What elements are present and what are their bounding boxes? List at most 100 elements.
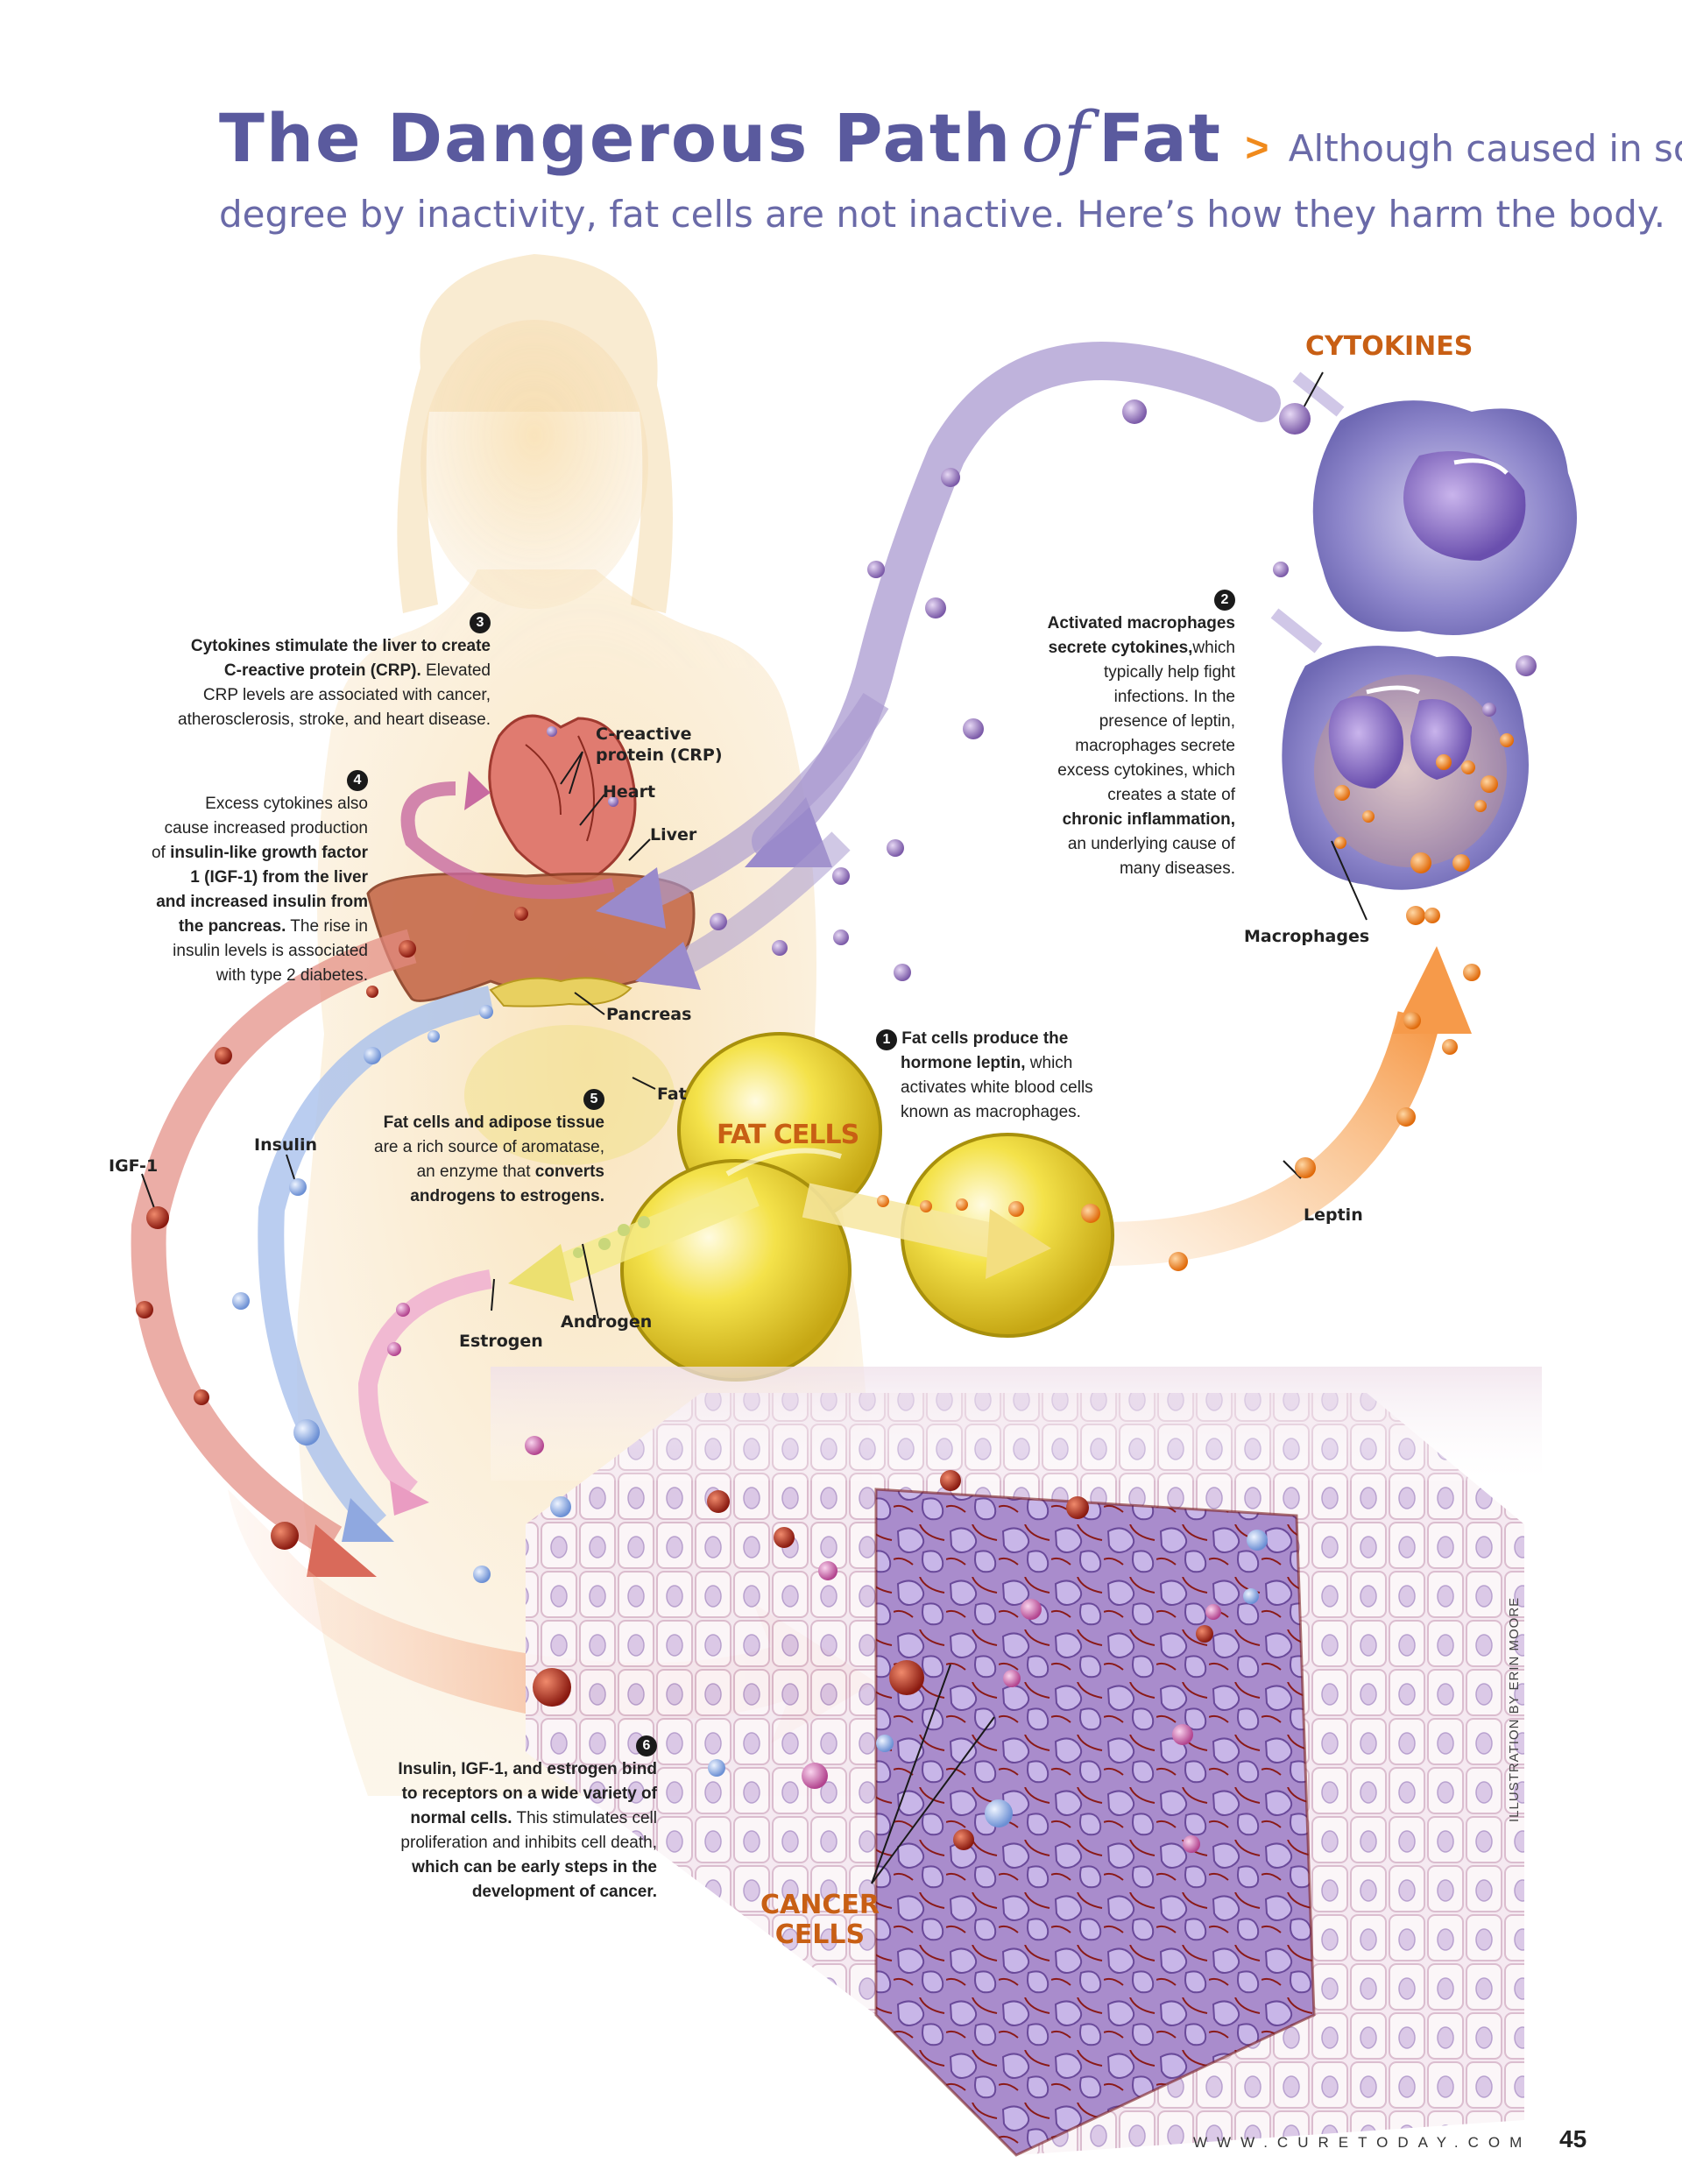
- step-6-text-3: This stimulates cell: [512, 1809, 657, 1827]
- purple-molecule: [894, 964, 911, 981]
- orange-molecule: [1474, 800, 1487, 812]
- red-molecule: [953, 1829, 974, 1850]
- step-1-number: 1: [876, 1029, 897, 1050]
- blue-molecule: [293, 1419, 320, 1445]
- step-5-bold-4: androgens to estrogens.: [410, 1187, 604, 1205]
- page-title-fat: Fat: [1098, 99, 1223, 177]
- orange-molecule: [1442, 1039, 1458, 1055]
- red-molecule: [889, 1660, 924, 1695]
- label-cancer-cells-line1: CANCER: [760, 1890, 880, 1920]
- orange-molecule: [1481, 775, 1498, 793]
- orange-molecule: [1463, 964, 1481, 981]
- purple-molecule: [1273, 562, 1289, 577]
- step-6-bold-3: normal cells.: [410, 1809, 512, 1827]
- pink-molecule: [1021, 1599, 1042, 1620]
- step-2-text-10: an underlying cause of: [1067, 835, 1235, 853]
- pink-molecule: [1172, 1724, 1193, 1745]
- step-3-text-3: CRP levels are associated with cancer,: [202, 686, 491, 704]
- orange-molecule: [1436, 754, 1452, 770]
- step-1-text-2: which: [1025, 1054, 1073, 1072]
- orange-molecule: [1295, 1157, 1316, 1178]
- orange-molecule: [1424, 908, 1440, 923]
- macrophage-2: [1282, 646, 1529, 890]
- page-title-of: of: [1021, 96, 1090, 178]
- purple-molecule: [710, 913, 727, 930]
- step-2-note: 2 Activated macrophages secrete cytokine…: [972, 587, 1235, 881]
- red-molecule: [707, 1490, 730, 1513]
- purple-molecule: [772, 940, 788, 956]
- yellow-molecule: [598, 1238, 611, 1250]
- igf1-arrow: [131, 929, 417, 1558]
- step-6-text-4: proliferation and inhibits cell death,: [400, 1834, 657, 1852]
- label-crp-line2: protein (CRP): [596, 746, 723, 765]
- step-5-number: 5: [583, 1089, 604, 1110]
- step-2-text-4: infections. In the: [1113, 688, 1235, 706]
- step-2-text-8: creates a state of: [1107, 786, 1235, 804]
- footer-url: WWW.CURETODAY.COM: [1193, 2134, 1532, 2151]
- step-4-text-2: cause increased production: [164, 819, 368, 838]
- step-3-text-4: atherosclerosis, stroke, and heart disea…: [178, 710, 491, 729]
- label-cytokines: CYTOKINES: [1305, 331, 1474, 362]
- step-4-text-3a: of: [151, 844, 171, 862]
- pink-molecule: [396, 1303, 410, 1317]
- step-5-note: 5 Fat cells and adipose tissue are a ric…: [333, 1086, 604, 1209]
- purple-molecule: [1122, 399, 1147, 424]
- red-molecule: [774, 1527, 795, 1548]
- red-molecule: [215, 1047, 232, 1064]
- step-2-text-5: presence of leptin,: [1099, 712, 1235, 731]
- pink-molecule: [802, 1763, 828, 1789]
- step-4-number: 4: [347, 770, 368, 791]
- blue-molecule: [232, 1292, 250, 1310]
- header: The Dangerous Path of Fat > Although cau…: [219, 96, 1682, 236]
- purple-molecule: [1516, 655, 1537, 676]
- red-molecule: [136, 1301, 153, 1318]
- blue-molecule: [473, 1566, 491, 1583]
- step-2-text-6: macrophages secrete: [1075, 737, 1235, 755]
- step-2-text-7: excess cytokines, which: [1057, 761, 1235, 780]
- label-crp-line1: C-reactive: [596, 724, 692, 744]
- label-pancreas: Pancreas: [606, 1005, 692, 1024]
- orange-molecule: [1362, 810, 1375, 823]
- page-number: 45: [1559, 2125, 1587, 2152]
- blue-molecule: [550, 1496, 571, 1517]
- label-fat-cells: FAT CELLS: [717, 1120, 859, 1150]
- red-molecule: [146, 1206, 169, 1229]
- pink-molecule: [387, 1342, 401, 1356]
- purple-molecule: [887, 839, 904, 857]
- step-5-text-2: are a rich source of aromatase,: [374, 1138, 604, 1156]
- orange-molecule: [1169, 1252, 1188, 1271]
- label-insulin: Insulin: [254, 1135, 317, 1155]
- step-4-text-6: The rise in: [286, 917, 368, 936]
- step-1-text-4: known as macrophages.: [901, 1103, 1081, 1121]
- subtitle-line-2: degree by inactivity, fat cells are not …: [219, 193, 1666, 236]
- step-2-bold-9: chronic inflammation,: [1062, 810, 1235, 829]
- red-molecule: [366, 986, 378, 998]
- blue-molecule: [1243, 1588, 1259, 1604]
- purple-molecule: [832, 867, 850, 885]
- red-molecule: [1196, 1625, 1213, 1643]
- blue-molecule: [428, 1030, 440, 1043]
- orange-molecule: [1334, 785, 1350, 801]
- pink-molecule: [1003, 1670, 1021, 1687]
- page-title: The Dangerous Path: [219, 99, 1013, 177]
- step-4-note: 4 Excess cytokines also cause increased …: [96, 767, 368, 988]
- tissue-block: [491, 1367, 1542, 2157]
- step-5-text-3a: an enzyme that: [416, 1163, 535, 1181]
- step-4-text-8: with type 2 diabetes.: [216, 966, 368, 985]
- orange-molecule: [1396, 1107, 1416, 1127]
- blue-molecule: [289, 1178, 307, 1196]
- step-3-bold-1: Cytokines stimulate the liver to create: [190, 637, 491, 655]
- blue-molecule: [708, 1759, 725, 1777]
- step-6-note: 6 Insulin, IGF-1, and estrogen bind to r…: [333, 1733, 657, 1905]
- orange-molecule: [1081, 1204, 1100, 1223]
- red-molecule: [271, 1522, 299, 1550]
- label-cancer-cells: CANCER CELLS: [760, 1891, 880, 1950]
- crp-loop-arrow: [400, 781, 615, 900]
- label-macrophages: Macrophages: [1244, 927, 1370, 946]
- label-cancer-cells-line2: CELLS: [774, 1919, 866, 1950]
- red-molecule: [533, 1668, 571, 1707]
- purple-molecule: [547, 726, 557, 737]
- orange-molecule: [1461, 760, 1475, 774]
- label-fat: Fat: [657, 1085, 687, 1104]
- macrophage-1: [1312, 400, 1577, 635]
